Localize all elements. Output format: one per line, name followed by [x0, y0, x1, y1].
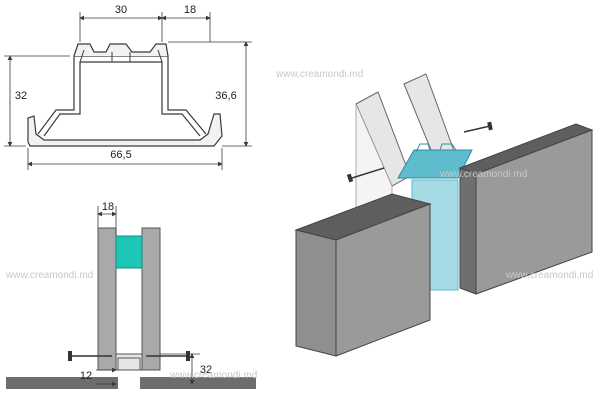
panel-right-front: [459, 167, 477, 295]
watermark: www.creamondi.md: [275, 69, 363, 80]
right-board: [141, 227, 161, 371]
installed-section: 18 12 32: [6, 201, 256, 389]
screw-3d-left: [351, 167, 385, 179]
profile-shape: [27, 113, 223, 147]
profile-outer-wall: [37, 55, 207, 135]
dim-section-top-label: 18: [102, 201, 114, 213]
dim-bottom-label: 66,5: [110, 149, 131, 161]
watermark: www.creamondi.md: [5, 270, 93, 281]
watermark: www.creamondi.md: [505, 270, 593, 281]
profile-top-lip: [79, 49, 163, 63]
dim-top-left-label: 30: [115, 4, 127, 16]
profile-cross-section: 30 18 32 36,6 66,5: [4, 4, 252, 170]
panel-left-side: [335, 203, 431, 357]
blue-profile-top: [397, 149, 473, 179]
panel-left-front: [295, 229, 337, 357]
watermark: www.creamondi.md: [169, 370, 257, 381]
dim-top-right-label: 18: [184, 4, 196, 16]
profile-inner-wall: [43, 61, 201, 137]
teal-insert: [115, 235, 143, 269]
profile-top-slot: [73, 43, 169, 57]
profile-insert: [115, 353, 143, 371]
dim-section-bottom-left-label: 12: [80, 370, 92, 382]
screw-3d-right: [463, 125, 491, 133]
watermarks: www.creamondi.md www.creamondi.md www.cr…: [5, 69, 593, 381]
left-board: [97, 227, 117, 371]
assembly-3d-view: [294, 73, 594, 357]
panel-right-side: [475, 129, 593, 295]
dim-right-label: 36,6: [215, 90, 236, 102]
watermark: www.creamondi.md: [439, 169, 527, 180]
dim-left-label: 32: [15, 90, 27, 102]
dim-section-bottom-right-label: 32: [200, 364, 212, 376]
